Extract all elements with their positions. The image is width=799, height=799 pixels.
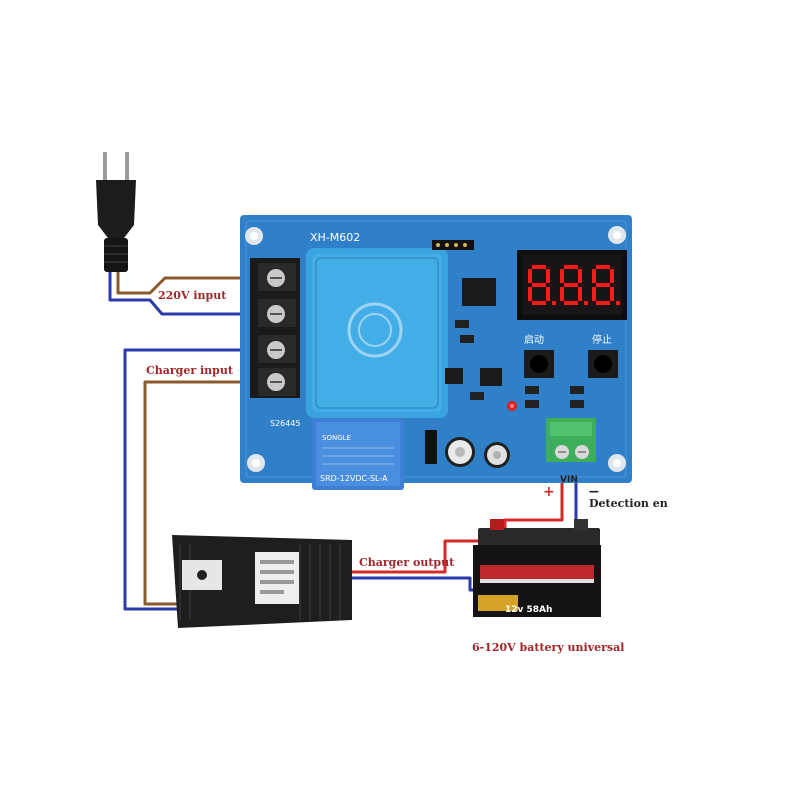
display-segment (528, 269, 532, 283)
plug-strain-relief (104, 238, 128, 272)
stop-button-group: 停止 (588, 333, 618, 378)
display-segment (560, 287, 564, 301)
display-segment (564, 283, 578, 287)
ac-wire-brown (116, 270, 264, 295)
transformer (306, 248, 448, 418)
battery-terminal-negative (574, 519, 588, 530)
label-plus: + (543, 484, 555, 500)
display-segment (592, 269, 596, 283)
label-vin: VIN (560, 475, 578, 485)
screw-terminal-1 (258, 263, 296, 291)
label-charger-input: Charger input (146, 364, 234, 377)
screw-terminal-3 (258, 335, 296, 363)
mounting-holes (245, 226, 626, 472)
display-segment (532, 265, 546, 269)
display-segment (532, 301, 546, 305)
display-segment (528, 287, 532, 301)
display-segment (610, 269, 614, 283)
wires (108, 270, 594, 611)
watermark-logo (347, 302, 403, 358)
capacitors (445, 437, 510, 468)
display-digits (528, 265, 620, 305)
label-charger-output: Charger output (359, 556, 455, 569)
detection-wire-red (503, 460, 564, 533)
battery-terminal-positive (490, 519, 504, 530)
relay-model: SRD-12VDC-SL-A (320, 474, 388, 483)
display-segment (564, 301, 578, 305)
power-plug (96, 152, 136, 272)
label-220v-input: 220V input (158, 289, 227, 302)
plug-prong-left (103, 152, 107, 180)
battery-rating: 12v 58Ah (505, 605, 552, 615)
display-segment (592, 287, 596, 301)
screw-terminal-2 (258, 299, 296, 327)
display-segment (546, 287, 550, 301)
relay: SONGLE SRD-12VDC-SL-A (312, 418, 404, 490)
display-segment (596, 301, 610, 305)
charger-adapter (172, 535, 352, 628)
display-segment (610, 287, 614, 301)
relay-brand: SONGLE (322, 434, 351, 442)
seven-segment-display (517, 250, 627, 320)
plug-prong-right (125, 152, 129, 180)
display-decimal-point (552, 301, 556, 305)
plug-body (96, 180, 136, 238)
start-button-label: 启动 (524, 333, 544, 346)
display-segment (578, 269, 582, 283)
screw-terminal-block (250, 258, 300, 398)
label-detection: Detection en (589, 497, 668, 510)
screw-terminal-4 (258, 368, 296, 396)
stop-button-label: 停止 (592, 333, 612, 346)
display-segment (596, 283, 610, 287)
car-battery: 12v 58Ah (473, 519, 601, 617)
components (425, 240, 584, 464)
charger-label-sticker (255, 552, 299, 604)
label-minus: − (588, 484, 600, 500)
green-terminal (546, 418, 596, 462)
display-segment (532, 283, 546, 287)
display-decimal-point (584, 301, 588, 305)
label-battery-caption: 6-120V battery universal (472, 641, 624, 654)
ic-chip (462, 278, 496, 306)
display-segment (596, 265, 610, 269)
start-button-group: 启动 (524, 333, 554, 378)
control-board: XH-M602 S26445 (240, 215, 632, 490)
display-segment (564, 265, 578, 269)
display-segment (578, 287, 582, 301)
charger-input-wire-brown (143, 380, 264, 606)
board-serial-label: S26445 (270, 419, 301, 428)
board-model-label: XH-M602 (310, 231, 360, 244)
ac-wire-blue (108, 270, 264, 316)
display-decimal-point (616, 301, 620, 305)
display-segment (560, 269, 564, 283)
display-segment (546, 269, 550, 283)
charger-input-wire-blue (123, 348, 264, 611)
